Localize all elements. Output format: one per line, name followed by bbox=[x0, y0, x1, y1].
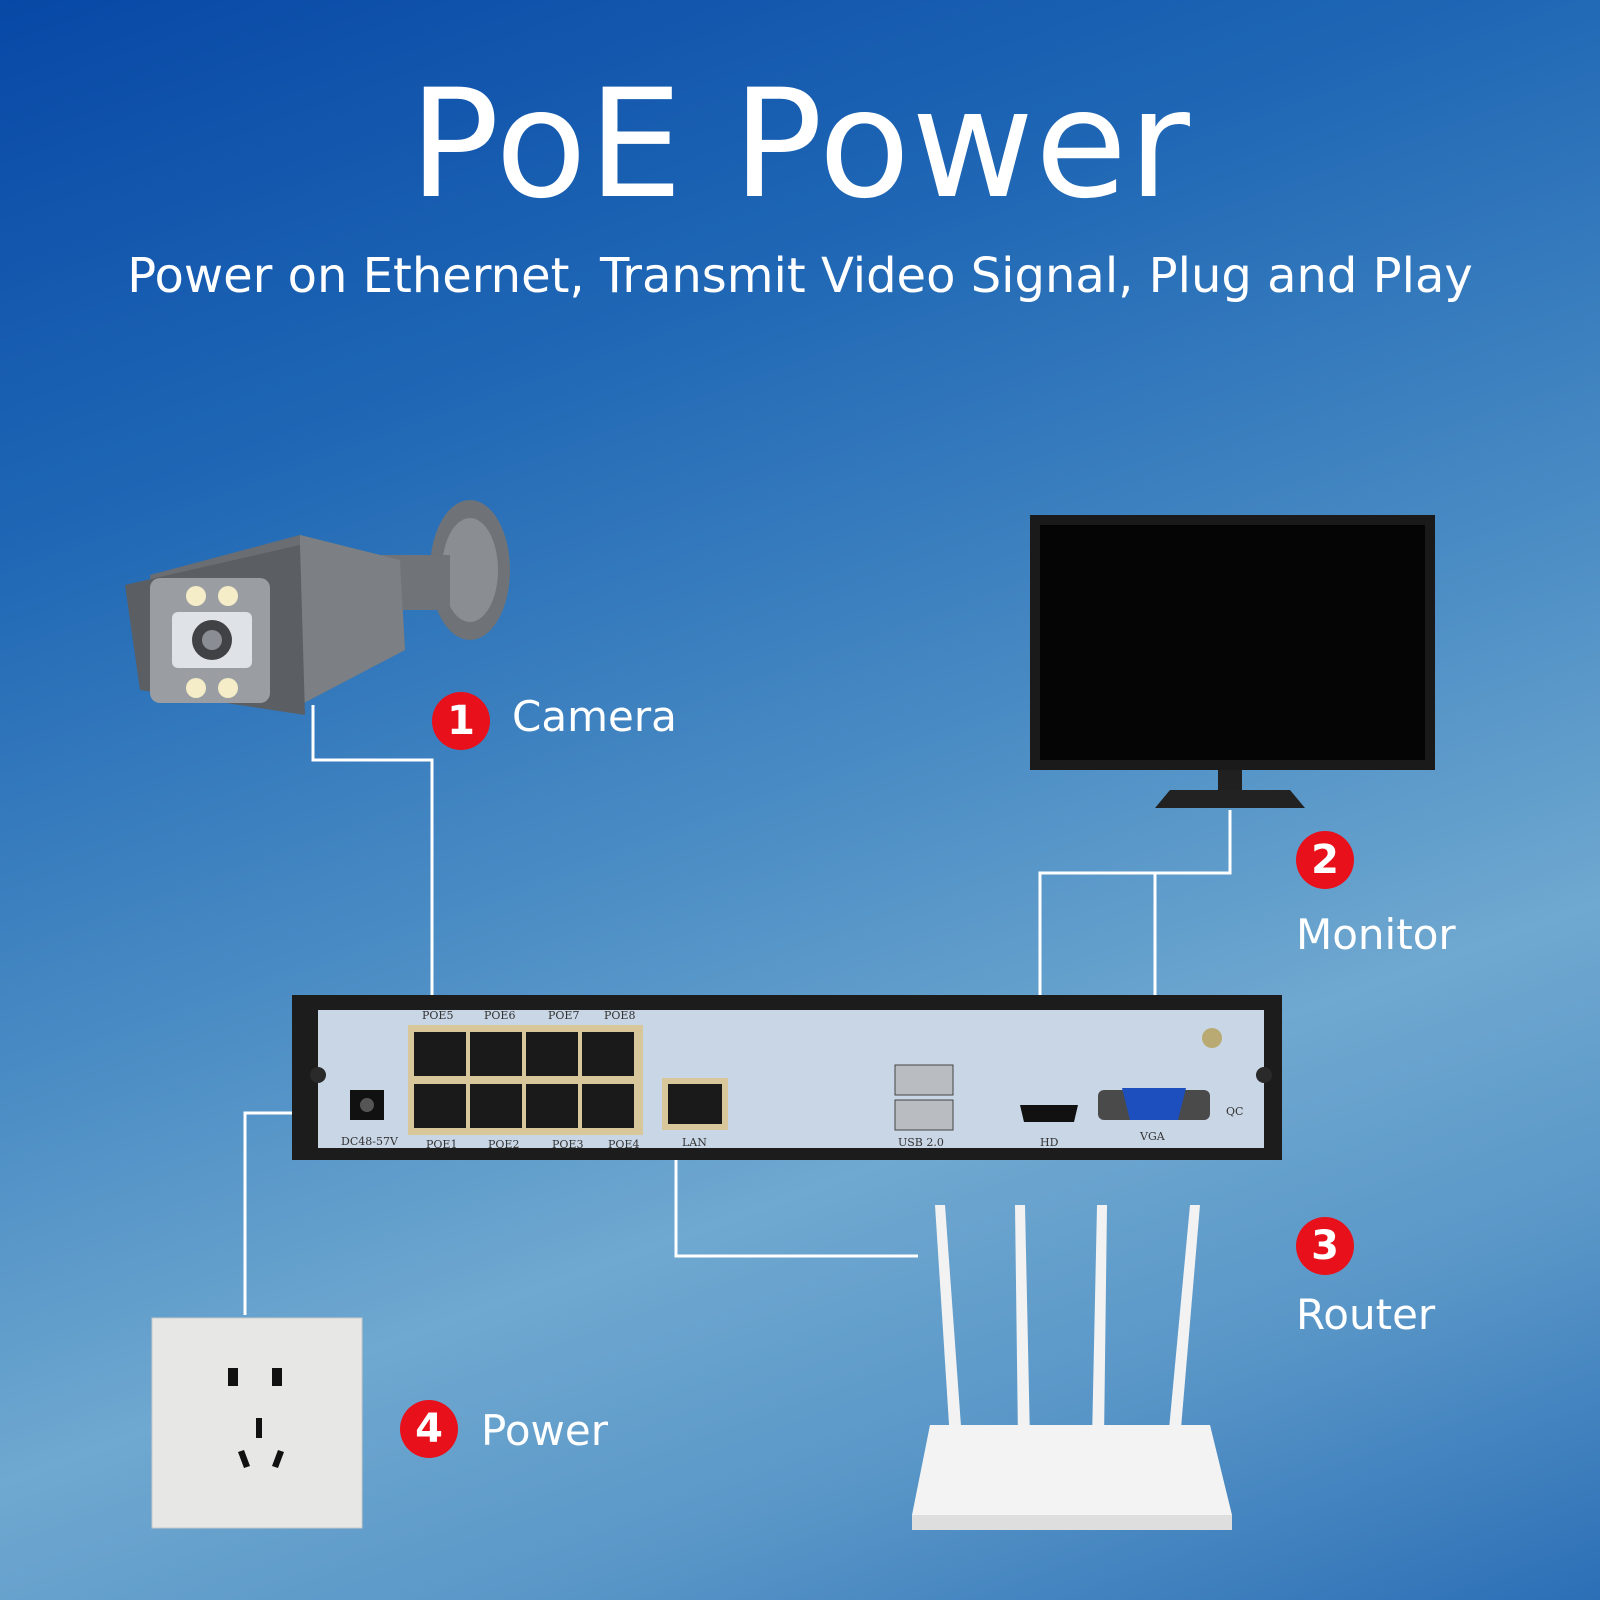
nvr-device: DC48-57V POE5 POE6 POE7 POE8 POE1 POE2 P… bbox=[292, 995, 1282, 1160]
qc-label: QC bbox=[1226, 1105, 1243, 1118]
badge-1: 1 bbox=[432, 692, 490, 750]
poe6-label: POE6 bbox=[484, 1009, 515, 1022]
page-subtitle: Power on Ethernet, Transmit Video Signal… bbox=[127, 248, 1473, 304]
page-title: PoE Power bbox=[409, 58, 1191, 232]
poe4-label: POE4 bbox=[608, 1138, 639, 1151]
power-port-label: DC48-57V bbox=[341, 1135, 399, 1148]
camera-icon bbox=[125, 500, 510, 715]
hd-label: HD bbox=[1040, 1136, 1059, 1149]
badge-2: 2 bbox=[1296, 831, 1354, 889]
poe5-label: POE5 bbox=[422, 1009, 453, 1022]
label-router: Router bbox=[1296, 1290, 1436, 1339]
usb-label: USB 2.0 bbox=[898, 1136, 944, 1149]
label-power: Power bbox=[481, 1406, 608, 1455]
label-monitor: Monitor bbox=[1296, 910, 1456, 959]
camera-cable bbox=[311, 705, 434, 1015]
poe2-label: POE2 bbox=[488, 1138, 519, 1151]
power-outlet-icon bbox=[151, 1317, 363, 1529]
monitor-cable-hd bbox=[1038, 810, 1232, 1085]
label-camera: Camera bbox=[512, 692, 677, 741]
poe7-label: POE7 bbox=[548, 1009, 579, 1022]
router-cable bbox=[674, 1145, 918, 1258]
poe3-label: POE3 bbox=[552, 1138, 583, 1151]
poe-ports bbox=[414, 1032, 634, 1128]
router-icon bbox=[912, 1205, 1232, 1530]
poe8-label: POE8 bbox=[604, 1009, 635, 1022]
badge-3: 3 bbox=[1296, 1217, 1354, 1275]
badge-4: 4 bbox=[400, 1400, 458, 1458]
lan-label: LAN bbox=[682, 1136, 707, 1149]
vga-label: VGA bbox=[1139, 1130, 1166, 1143]
monitor-icon bbox=[1030, 515, 1435, 808]
poe1-label: POE1 bbox=[426, 1138, 457, 1151]
